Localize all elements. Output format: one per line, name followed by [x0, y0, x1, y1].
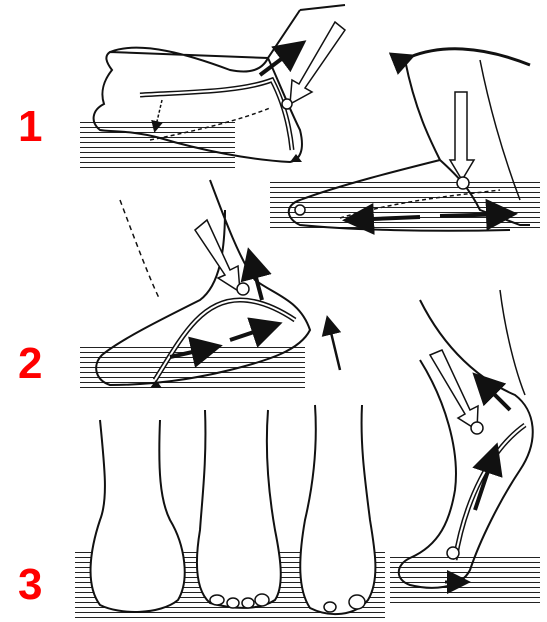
panel-label-2: 2 — [18, 342, 42, 386]
foot-2b — [390, 290, 540, 605]
panel-label-3: 3 — [18, 563, 42, 607]
hollow-arrow — [290, 22, 345, 104]
ground-hatch — [390, 555, 540, 605]
hollow-arrow — [430, 350, 478, 430]
panel-label-1: 1 — [18, 105, 42, 149]
curved-arrow — [410, 49, 530, 65]
foot-1a — [80, 5, 345, 168]
foot-3-views — [75, 405, 385, 618]
hollow-arrow — [450, 92, 474, 180]
hollow-arrow — [195, 220, 240, 292]
foot-outline — [399, 300, 533, 588]
ground-hatch — [270, 180, 540, 230]
foot-oblique-outline — [300, 405, 375, 614]
foot-front-outline — [197, 410, 281, 608]
joint-circle — [282, 99, 292, 109]
foot-rear-outline — [91, 420, 185, 612]
